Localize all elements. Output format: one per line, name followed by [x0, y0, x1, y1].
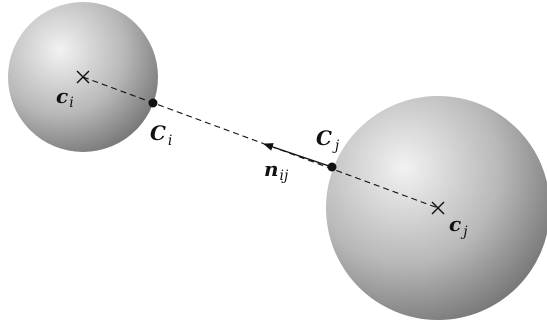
center-ci-cross-icon — [76, 70, 90, 84]
contact-point-Cj — [327, 162, 337, 172]
label-ci: ci — [56, 84, 74, 111]
normal-vector-arrow — [263, 143, 333, 168]
label-nij: nij — [264, 157, 289, 184]
sphere-j — [326, 96, 547, 320]
center-cj-cross-icon — [431, 201, 445, 215]
center-line-dashed — [82, 76, 439, 209]
contact-point-Ci — [148, 98, 158, 108]
